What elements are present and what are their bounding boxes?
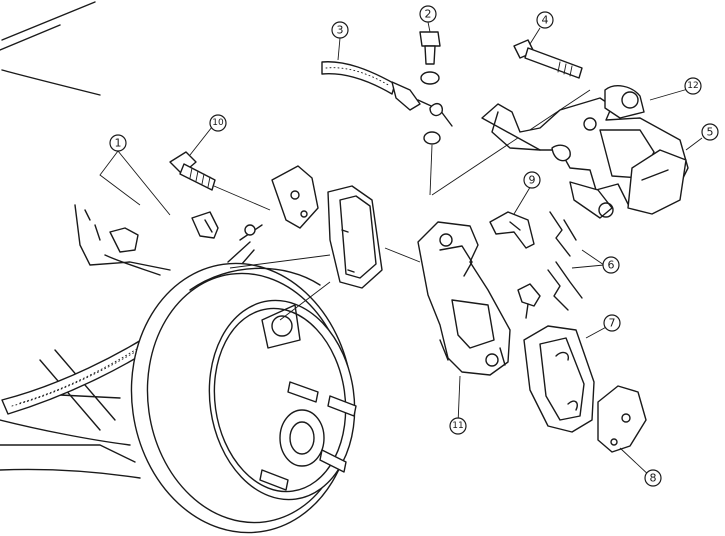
callout-7: 7 [603,314,621,332]
callout-7-label: 7 [609,317,616,330]
callout-10: 10 [209,114,227,132]
callout-10-label: 10 [212,118,224,128]
callout-4-label: 4 [542,14,549,27]
inner-brake-pad [327,185,383,289]
callout-2-label: 2 [425,8,432,21]
outer-brake-pad [523,325,595,433]
anti-rattle-springs [517,211,583,319]
caliper-bolt-4 [513,39,583,79]
callout-9: 9 [523,171,541,189]
callout-1-label: 1 [115,137,122,150]
callout-3: 3 [331,21,349,39]
pad-clip-9 [489,211,535,249]
callout-12: 12 [684,77,702,95]
caliper-carrier [417,221,511,376]
callout-11: 11 [449,417,467,435]
callout-12-label: 12 [687,81,698,91]
callout-3-label: 3 [337,24,344,37]
callout-1: 1 [109,134,127,152]
caliper-body [481,85,689,219]
anti-squeal-shim [271,165,319,229]
callout-8-label: 8 [650,472,657,485]
hose-bracket [191,211,219,239]
callout-4: 4 [536,11,554,29]
callout-2: 2 [419,5,437,23]
callout-8: 8 [644,469,662,487]
callout-11-label: 11 [452,421,463,431]
assembly-leaders [213,89,591,321]
brake-disc [130,262,357,534]
callout-6: 6 [602,256,620,274]
pad-shim [597,385,647,453]
union-bolt [419,31,441,145]
brake-hose [321,61,453,127]
callout-6-label: 6 [608,259,615,272]
callout-5: 5 [701,123,719,141]
caliper-bolt-10 [169,151,216,191]
callout-9-label: 9 [529,174,536,187]
callout-5-label: 5 [707,126,714,139]
